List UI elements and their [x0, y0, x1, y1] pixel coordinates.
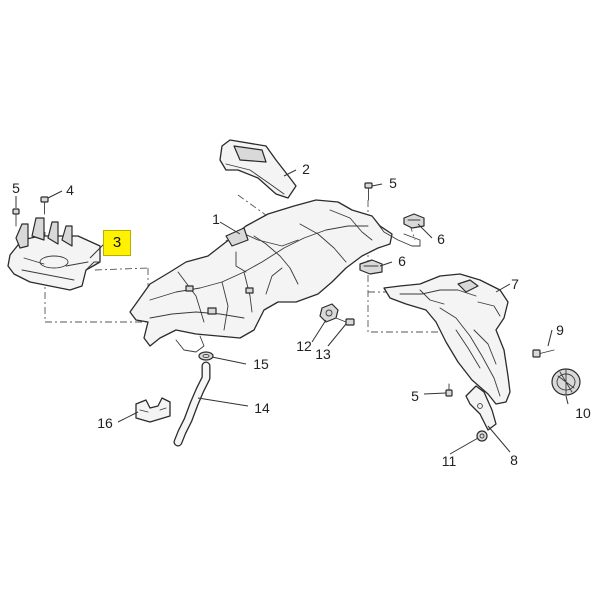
- screw-5-left[interactable]: [12, 208, 20, 227]
- part-6-clip-upper[interactable]: [403, 213, 425, 229]
- part-15-grommet[interactable]: [198, 351, 214, 361]
- leader-lines: [15, 169, 569, 455]
- callout-5-lower[interactable]: 5: [411, 388, 419, 404]
- screw-5-lower[interactable]: [445, 383, 453, 397]
- screw-5-top[interactable]: [364, 182, 373, 201]
- part-12-nut-clip[interactable]: [319, 303, 339, 323]
- callout-11[interactable]: 11: [441, 453, 457, 469]
- callout-10[interactable]: 10: [575, 405, 591, 421]
- callout-16[interactable]: 16: [97, 415, 113, 431]
- callout-4[interactable]: 4: [66, 182, 74, 198]
- part-16-bracket[interactable]: [135, 397, 171, 423]
- callout-8[interactable]: 8: [510, 452, 518, 468]
- callout-6-lower[interactable]: 6: [398, 253, 406, 269]
- screw-4[interactable]: [40, 196, 49, 215]
- callout-2[interactable]: 2: [302, 161, 310, 177]
- callout-1[interactable]: 1: [212, 211, 220, 227]
- callout-12[interactable]: 12: [296, 338, 312, 354]
- part-11-nut[interactable]: [476, 430, 488, 442]
- callout-7[interactable]: 7: [511, 276, 519, 292]
- part-14-drain-hose[interactable]: [173, 361, 211, 447]
- callout-15[interactable]: 15: [253, 356, 269, 372]
- part-13-screw[interactable]: [335, 317, 355, 326]
- part-1-rear-mudguard[interactable]: [129, 199, 421, 353]
- callout-9[interactable]: 9: [556, 322, 564, 338]
- callout-6-upper[interactable]: 6: [437, 231, 445, 247]
- part-9-screw[interactable]: [532, 349, 555, 358]
- callout-5-top[interactable]: 5: [389, 175, 397, 191]
- part-3-undertray[interactable]: [7, 217, 101, 291]
- callout-14[interactable]: 14: [254, 400, 270, 416]
- callout-13[interactable]: 13: [315, 346, 331, 362]
- part-8-bracket[interactable]: [465, 385, 497, 431]
- part-7-license-plate-holder[interactable]: [383, 273, 511, 405]
- callout-3-highlighted[interactable]: 3: [103, 230, 131, 256]
- part-6-clip-lower[interactable]: [359, 259, 383, 275]
- callout-5-left[interactable]: 5: [12, 180, 20, 196]
- part-2-cover[interactable]: [219, 139, 297, 199]
- part-10-reflector[interactable]: [551, 368, 581, 396]
